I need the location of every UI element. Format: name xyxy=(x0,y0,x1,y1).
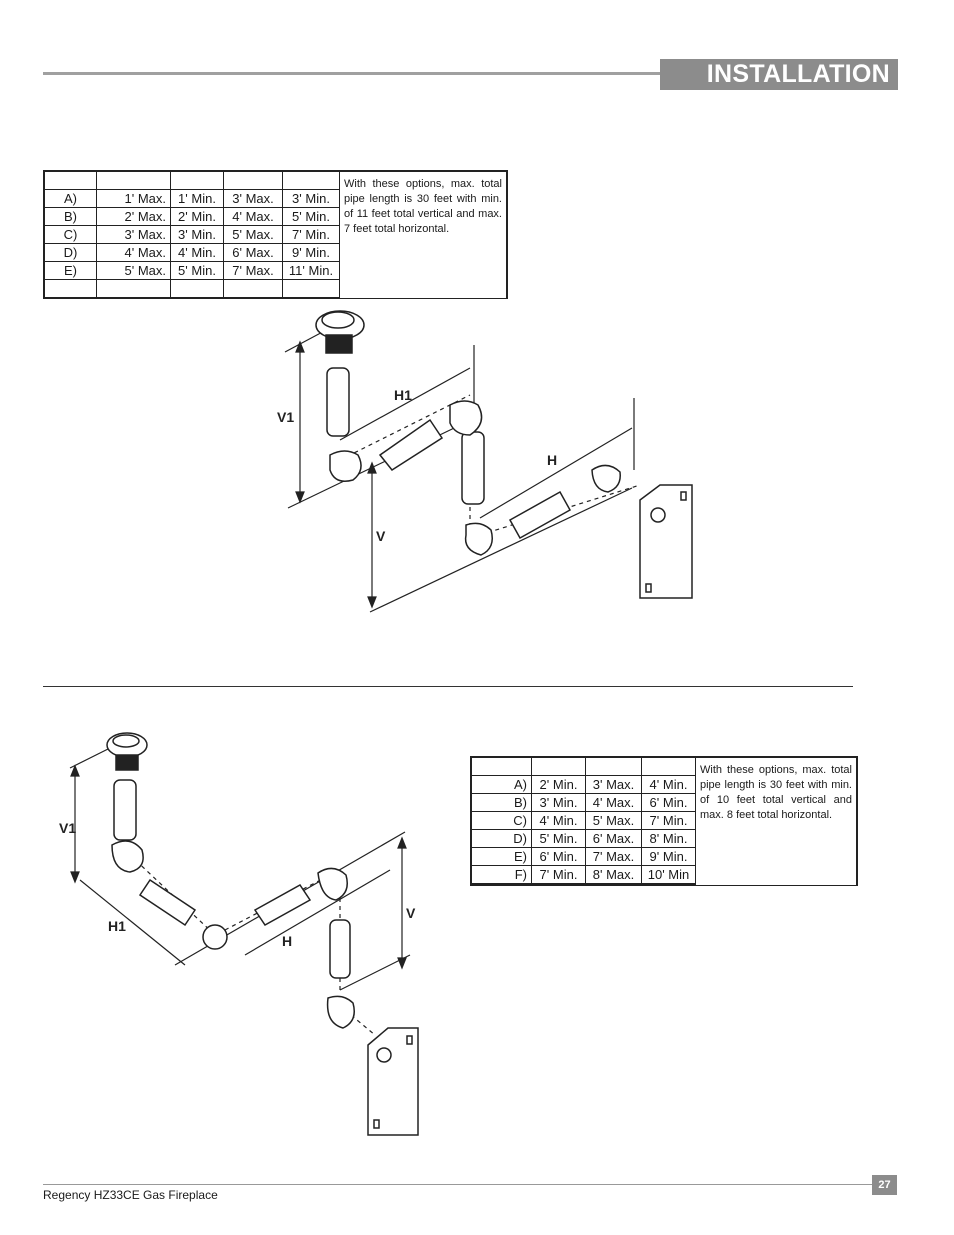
table-row: F) 7' Min. 8' Max. 10' Min xyxy=(470,865,857,884)
ground-line xyxy=(287,417,476,509)
elbow-icon xyxy=(111,840,144,873)
table-header-row: With these options, max. total pipe leng… xyxy=(43,170,508,299)
elbow-icon xyxy=(326,995,355,1029)
table-row: E) 6' Min. 7' Max. 9' Min. xyxy=(470,847,857,866)
ground-line xyxy=(369,487,633,613)
footer-title: Regency HZ33CE Gas Fireplace xyxy=(43,1188,218,1202)
dim-label-v: V xyxy=(406,905,416,921)
table-row: E) 5' Max. 5' Min. 7' Max. 11' Min. xyxy=(43,261,507,280)
header-rule xyxy=(43,72,663,75)
elbow-icon xyxy=(591,464,621,493)
footer-rule xyxy=(43,1184,873,1185)
table-spacer-row xyxy=(470,883,857,886)
page-number: 27 xyxy=(872,1175,897,1195)
vent-cap-icon xyxy=(315,310,365,354)
dim-label-v1: V1 xyxy=(59,820,76,836)
dim-label-h: H xyxy=(547,452,557,468)
elbow-icon xyxy=(449,400,483,436)
fireplace-unit-icon xyxy=(639,484,693,599)
table-spacer-row xyxy=(43,279,507,299)
table-row: B) 3' Min. 4' Max. 6' Min. xyxy=(470,793,857,812)
pipe-icon xyxy=(378,418,444,471)
dim-label-h1: H1 xyxy=(394,387,412,403)
pipe-icon xyxy=(329,919,351,979)
table-row: C) 4' Min. 5' Max. 7' Min. xyxy=(470,811,857,830)
dim-label-h1: H1 xyxy=(108,918,126,934)
table-note: With these options, max. total pipe leng… xyxy=(339,170,508,299)
table-note: With these options, max. total pipe leng… xyxy=(695,756,858,886)
fireplace-unit-icon xyxy=(367,1027,419,1136)
vent-cap-icon xyxy=(106,732,148,771)
elbow-icon xyxy=(329,450,362,482)
dim-label-h: H xyxy=(282,933,292,949)
table-header-row: With these options, max. total pipe leng… xyxy=(470,756,858,886)
table-row: D) 5' Min. 6' Max. 8' Min. xyxy=(470,829,857,848)
table-row: C) 3' Max. 3' Min. 5' Max. 7' Min. xyxy=(43,225,507,244)
section-title: INSTALLATION xyxy=(660,59,898,90)
pipe-icon xyxy=(113,779,137,841)
pipe-icon xyxy=(326,367,350,437)
elbow-icon xyxy=(317,867,348,901)
table-row: B) 2' Max. 2' Min. 4' Max. 5' Min. xyxy=(43,207,507,226)
vent-table-1: With these options, max. total pipe leng… xyxy=(43,170,508,299)
pipe-icon xyxy=(508,490,572,540)
vent-table-2: With these options, max. total pipe leng… xyxy=(470,756,858,886)
pipe-icon xyxy=(138,878,197,927)
elbow-icon xyxy=(464,522,493,556)
dim-label-v: V xyxy=(376,528,386,544)
section-divider xyxy=(43,686,853,687)
elbow-icon xyxy=(202,924,228,950)
pipe-icon xyxy=(253,884,312,926)
dim-label-v1: V1 xyxy=(277,409,294,425)
